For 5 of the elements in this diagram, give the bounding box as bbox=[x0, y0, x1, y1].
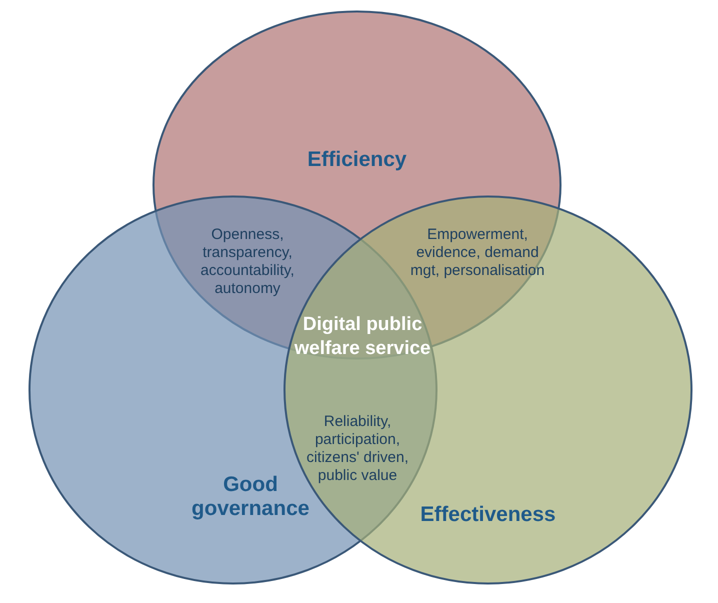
circle-label: Effectiveness bbox=[419, 503, 557, 527]
circle-label: Efficiency bbox=[306, 148, 408, 172]
center-label: Digital public welfare service bbox=[293, 313, 432, 361]
overlap-label: Empowerment, evidence, demand mgt, personalisation bbox=[410, 226, 545, 280]
overlap-label: Openness, transparency, accountability, autonomy bbox=[200, 226, 296, 298]
